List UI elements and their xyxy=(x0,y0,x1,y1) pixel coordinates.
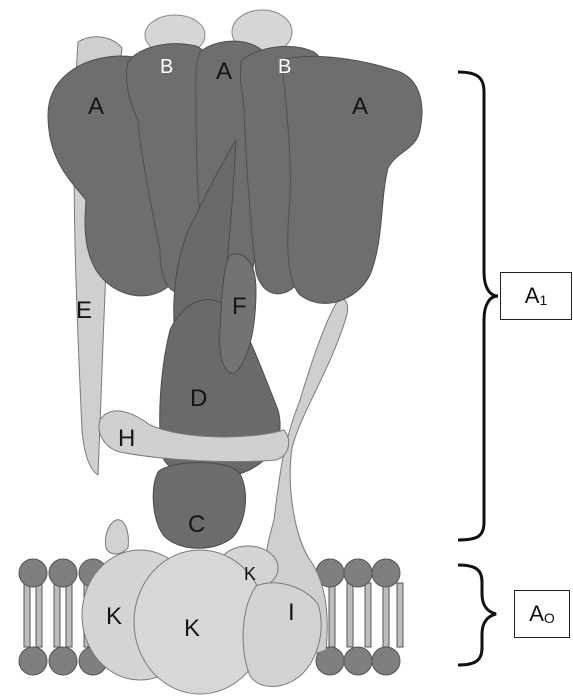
label-a-right: A xyxy=(352,93,368,120)
label-d: D xyxy=(190,385,207,412)
label-k-center: K xyxy=(184,615,200,642)
subunit-k-small-tip xyxy=(105,520,128,554)
label-a1-base: A xyxy=(525,283,540,309)
bracket-a1 xyxy=(458,72,498,540)
label-a-top: A xyxy=(216,58,232,85)
label-i: I xyxy=(288,599,295,626)
label-h: H xyxy=(118,425,135,452)
label-b-left: B xyxy=(160,56,173,78)
subunit-i-lower-shape xyxy=(243,583,321,687)
label-b-right: B xyxy=(278,56,291,78)
label-a-left: A xyxy=(88,93,104,120)
label-e: E xyxy=(76,297,92,324)
label-f: F xyxy=(232,293,247,320)
label-a1-sub: 1 xyxy=(539,292,547,308)
bracket-ao xyxy=(458,565,496,665)
label-k-small: K xyxy=(244,564,256,584)
lipid-right xyxy=(316,559,403,675)
label-c: C xyxy=(188,511,205,538)
label-ao-sub: O xyxy=(544,610,555,626)
label-ao-base: A xyxy=(529,601,544,627)
label-k-left: K xyxy=(106,603,122,630)
